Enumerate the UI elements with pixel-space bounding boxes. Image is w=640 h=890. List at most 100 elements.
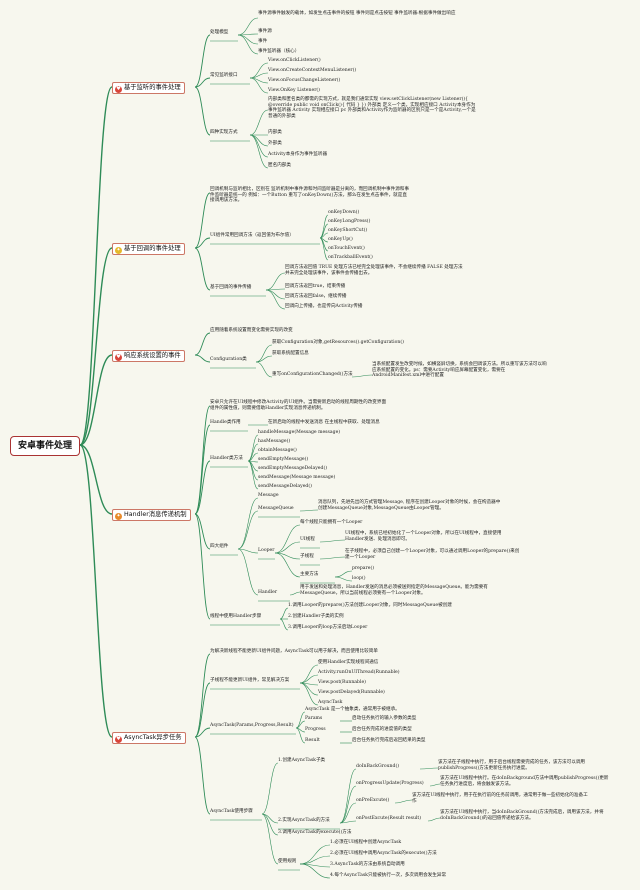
connector bbox=[194, 513, 211, 550]
node-rule-item: 4.每个AsyncTask只能被执行一次，多次调用会发生异常 bbox=[330, 873, 447, 878]
node-config-item: 获取系统配置信息 bbox=[272, 351, 309, 356]
connector bbox=[394, 799, 413, 804]
connector bbox=[249, 134, 269, 147]
node-impl-desc: 内部类和匿名类的都需的实现方式，就是我们通常实现 view.setClickLi… bbox=[268, 97, 476, 119]
connector bbox=[339, 785, 357, 824]
node-method-desc: 该方法在UI线程中执行，用于在执行前的任务前调用，通常用于做一些初始化的准备工作 bbox=[412, 793, 588, 804]
node-sub-item: View.post(Runnable) bbox=[318, 680, 366, 685]
connector bbox=[194, 34, 211, 88]
node-method-item: sendMessage(Message message) bbox=[258, 475, 336, 480]
heart-icon: ♥ bbox=[115, 86, 122, 93]
connector bbox=[249, 77, 269, 94]
topic-handler[interactable]: ✦Handler消息传递机制 bbox=[112, 509, 191, 521]
connector bbox=[299, 863, 331, 879]
node-async-params: AsyncTask(Params,Progress,Result) bbox=[210, 723, 294, 728]
node-type-item: View.onClickListener() bbox=[268, 58, 321, 63]
connector bbox=[249, 134, 269, 169]
node-param-key: Progress bbox=[305, 727, 326, 732]
node-queue-desc: 消息队列，先进先出的方式管理Message, 程序在创建Looper对象的时候，… bbox=[318, 500, 501, 511]
node-handler-role: Handle类作用 bbox=[210, 420, 241, 425]
connector bbox=[427, 817, 441, 822]
connector bbox=[237, 548, 259, 554]
connector bbox=[351, 374, 373, 378]
node-message: Message bbox=[258, 493, 279, 498]
node-impl: 四种实现方式 bbox=[210, 130, 238, 135]
node-sub-item: View.postDelayed(Runnable) bbox=[318, 690, 385, 695]
node-model-item: 事件 bbox=[258, 39, 268, 44]
lightbulb-icon: ✦ bbox=[115, 513, 122, 520]
node-ui-item: onKeyLongPress() bbox=[328, 219, 371, 224]
node-callback-ui: UI组件常用回调方法（返回值为布尔值） bbox=[210, 233, 294, 238]
connector bbox=[79, 86, 113, 446]
connector bbox=[299, 674, 319, 684]
node-ui-item: onTouchEvent() bbox=[328, 246, 365, 251]
node-handler-steps: 线程中使用Handler步骤 bbox=[210, 614, 262, 619]
node-config-item: 获取Configuration对象,getResources().getConf… bbox=[272, 340, 404, 345]
connector bbox=[194, 727, 211, 738]
topic-callback[interactable]: ✦基于回调的事件处理 bbox=[112, 243, 185, 255]
node-param-val: 启动任务执行的输入参数的类型 bbox=[352, 716, 417, 721]
node-prop-item: 回调方法返回true，结束传播 bbox=[285, 284, 346, 289]
node-role-desc: 在新启动的线程中发送消息 在主线程中获取、处理消息 bbox=[268, 420, 380, 425]
node-model-item: 事件监听器（核心） bbox=[258, 49, 300, 54]
node-four-components: 四大组件 bbox=[210, 544, 229, 549]
connector bbox=[319, 237, 329, 261]
node-method-desc: 该方法在子线程中执行，用于后台线程需要完成的任务，该方法可以调用 publish… bbox=[438, 760, 586, 771]
connector bbox=[274, 541, 301, 554]
connector bbox=[79, 354, 113, 446]
node-impl-item: Activity本身作为事件监听器 bbox=[268, 152, 328, 157]
connector bbox=[194, 86, 211, 136]
connector bbox=[194, 405, 211, 515]
node-ui-item: onKeyUp() bbox=[328, 237, 353, 242]
node-prop-item: 回调方法返回false，继续传播 bbox=[285, 294, 347, 299]
node-method-key: onPostExcute(Result result) bbox=[356, 816, 422, 821]
connector bbox=[299, 509, 319, 512]
connector bbox=[279, 607, 289, 620]
connector bbox=[237, 34, 259, 55]
connector bbox=[79, 247, 113, 446]
node-impl-item: 内部类 bbox=[268, 130, 282, 135]
node-model-item: 事件源 bbox=[258, 29, 272, 34]
connector bbox=[274, 552, 301, 578]
node-sub-item: AsyncTask bbox=[318, 700, 343, 705]
connector bbox=[194, 237, 211, 249]
connector bbox=[194, 513, 211, 620]
root-node[interactable]: 安卓事件处理 bbox=[10, 436, 80, 456]
connector bbox=[237, 34, 259, 45]
topic-listener[interactable]: ♥基于监听的事件处理 bbox=[112, 82, 185, 94]
connector bbox=[249, 109, 269, 136]
node-looper-desc: 每个线程只能拥有一个Looper bbox=[300, 520, 363, 525]
connector bbox=[319, 556, 346, 560]
node-rule-item: 2.必须在UI线程中调用AsyncTask的execute()方法 bbox=[330, 851, 437, 856]
node-sub-item: 使用Handler实现线程间通信 bbox=[318, 660, 379, 665]
node-type-item: View.OnKey Listener() bbox=[268, 88, 320, 93]
connector bbox=[334, 570, 353, 578]
connector bbox=[299, 664, 319, 684]
node-prop-item: 回调向上传播，也是传向Activity传播 bbox=[285, 304, 363, 309]
node-main-method-item: loop() bbox=[352, 576, 366, 581]
node-impl-item: 匿名内部类 bbox=[268, 163, 291, 168]
connector bbox=[299, 682, 319, 706]
node-param-val: 后台任务执行完成后返回结果的类型 bbox=[352, 738, 426, 743]
node-method-item: sendEmptyMessageDelayed() bbox=[258, 466, 328, 471]
node-handler-step: 2.创建Handler子类的实例 bbox=[288, 614, 344, 619]
topic-config[interactable]: ♥响应系统设置的事件 bbox=[112, 350, 185, 362]
node-step-execute: 3.调用AsyncTask的execute()方法 bbox=[278, 830, 352, 835]
topic-asynctask[interactable]: ♥AsyncTask异步任务 bbox=[112, 732, 186, 744]
connector bbox=[79, 444, 113, 738]
node-method-key: onPreExcute() bbox=[356, 798, 390, 803]
node-callback-prop: 基于回调的事件传播 bbox=[210, 285, 252, 290]
node-main-methods: 主要方法 bbox=[300, 572, 319, 577]
connector bbox=[419, 767, 439, 770]
node-method-item: handleMessage(Message message) bbox=[258, 430, 341, 435]
connector bbox=[237, 17, 259, 36]
node-async-desc: 为解决新线程不能更新UI组件问题，AsyncTask可以用于解决，而且使用比较简… bbox=[210, 649, 378, 654]
connector bbox=[247, 460, 259, 490]
connector bbox=[237, 548, 259, 596]
connector bbox=[237, 510, 259, 550]
node-type-item: View.onFocusChangeListener() bbox=[268, 78, 341, 83]
connector bbox=[319, 214, 329, 239]
node-config-item: 重写onConfigurationChanged()方法 bbox=[272, 372, 353, 377]
connector bbox=[249, 134, 269, 158]
